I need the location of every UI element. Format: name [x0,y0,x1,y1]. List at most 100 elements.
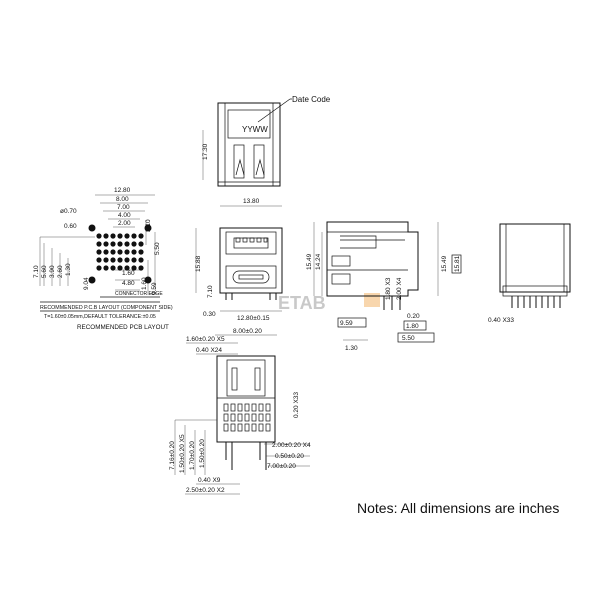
pcb-pad [117,257,123,263]
pcb-dim-400: 4.00 [118,212,131,219]
pcb-pad [96,249,102,255]
pcb-pad [131,265,137,271]
bottom-dim-170: 1.70±0.20 [189,441,196,470]
bottom-pin-grid [223,403,271,432]
bottom-pin [223,423,229,432]
pcb-caption-1: RECOMMENDED P.C.B LAYOUT (COMPONENT SIDE… [40,305,173,311]
bottom-pin [258,403,264,412]
side-dim-020: 0.20 [407,313,420,320]
pcb-pad [131,257,137,263]
bottom-pin [237,413,243,422]
bottom-dim-020x33: 0.20 X33 [293,392,300,418]
pcb-pad [131,233,137,239]
bottom-dim-200x4: 2.00±0.20 X4 [272,442,311,449]
rear-dim-040x33: 0.40 X33 [488,317,514,324]
pcb-mount-hole [144,276,152,284]
pcb-pad [103,241,109,247]
pcb-dim-260: 2.60 [57,265,64,278]
bottom-dim-700: 7.00±0.20 [267,463,296,470]
pcb-pad [96,233,102,239]
pcb-dim-200: 2.00 [118,220,131,227]
side-dim-180: 1.80 [406,323,419,330]
front-dim-030: 0.30 [203,311,216,318]
pcb-dim-1280: 12.80 [114,187,131,194]
notes-text: Notes: All dimensions are inches [357,500,559,516]
side-dim-180x3: 1.80 X3 [385,277,392,300]
bottom-pin [258,423,264,432]
pcb-pad [110,233,116,239]
pcb-pad [117,249,123,255]
top-view: YYWW Date Code 17.30 [202,95,331,187]
bottom-dim-150x5: 1.50±0.20 X5 [179,434,186,473]
pcb-mount-hole [144,224,152,232]
bottom-pin [251,413,257,422]
bottom-view: 8.00±0.20 1.60±0.20 X5 0.40 X24 0.20 X33… [169,328,311,495]
pcb-pad [117,241,123,247]
pcb-dim-060: 0.60 [64,223,77,230]
front-view-outline [219,227,283,294]
pcb-pad [110,265,116,271]
pcb-pad [103,249,109,255]
bottom-dim-040x9: 0.40 X9 [198,477,221,484]
bottom-pin [230,423,236,432]
pcb-pad [96,257,102,263]
bottom-pin [265,413,271,422]
yyww-label: YYWW [242,125,268,134]
pcb-dim-480: 4.80 [122,280,135,287]
bottom-pin [265,423,271,432]
bottom-dim-250x2: 2.50±0.20 X2 [186,487,225,494]
rear-pin-row [511,296,561,308]
bottom-pin [244,413,250,422]
bottom-dim-800: 8.00±0.20 [233,328,262,335]
bottom-dim-050: 0.50±0.20 [275,453,304,460]
pcb-pad [138,265,144,271]
side-dim-959: 9.59 [340,320,353,327]
side-view-outline [326,221,419,297]
bottom-dim-716: 7.16±0.20 [169,441,176,470]
pcb-pad [124,241,130,247]
pcb-pad [96,265,102,271]
front-bottom-dim: 12.80±0.15 [237,315,270,322]
top-view-outline [217,102,281,187]
bottom-pin [251,423,257,432]
rear-view: 0.40 X33 [488,223,571,324]
bottom-view-outline [216,355,276,443]
side-dim-1424: 14.24 [315,253,322,270]
rear-view-outline [499,223,571,293]
pcb-pad-grid [88,224,152,284]
side-dim-1581: 15.81 [454,255,461,272]
front-width-dim: 13.80 [243,198,260,205]
bottom-pin [230,413,236,422]
front-dim-710: 7.10 [207,285,214,298]
pcb-pad [117,233,123,239]
bottom-pin [251,403,257,412]
front-height-dim: 15.88 [195,255,202,272]
pcb-mount-hole [88,276,96,284]
pcb-pad [96,241,102,247]
pcb-dim-390: 3.90 [49,265,56,278]
pcb-dim-560: 5.60 [41,265,48,278]
bottom-dim-040x24: 0.40 X24 [196,347,222,354]
pcb-dim-800: 8.00 [116,196,129,203]
watermark-logo: ETAB [278,293,326,313]
pcb-pad [124,233,130,239]
pcb-pad [138,241,144,247]
watermark-box [364,293,380,307]
pcb-dim-160a: 1.60 [122,270,135,277]
bottom-dim-150: 1.50±0.20 [199,439,206,468]
bottom-dim-160x5: 1.60±0.20 X5 [186,336,225,343]
bottom-pin [244,423,250,432]
pcb-pad [103,257,109,263]
pcb-pad [110,257,116,263]
side-dim-550: 5.50 [402,335,415,342]
side-dim-130: 1.30 [345,345,358,352]
bottom-pin [237,403,243,412]
pcb-pad [117,265,123,271]
pcb-dim-710: 7.10 [33,265,40,278]
bottom-pin [258,413,264,422]
front-view: 13.80 15.88 7.10 12.80±0.15 0.30 [195,198,283,322]
pcb-pad [103,265,109,271]
bottom-pin [230,403,236,412]
